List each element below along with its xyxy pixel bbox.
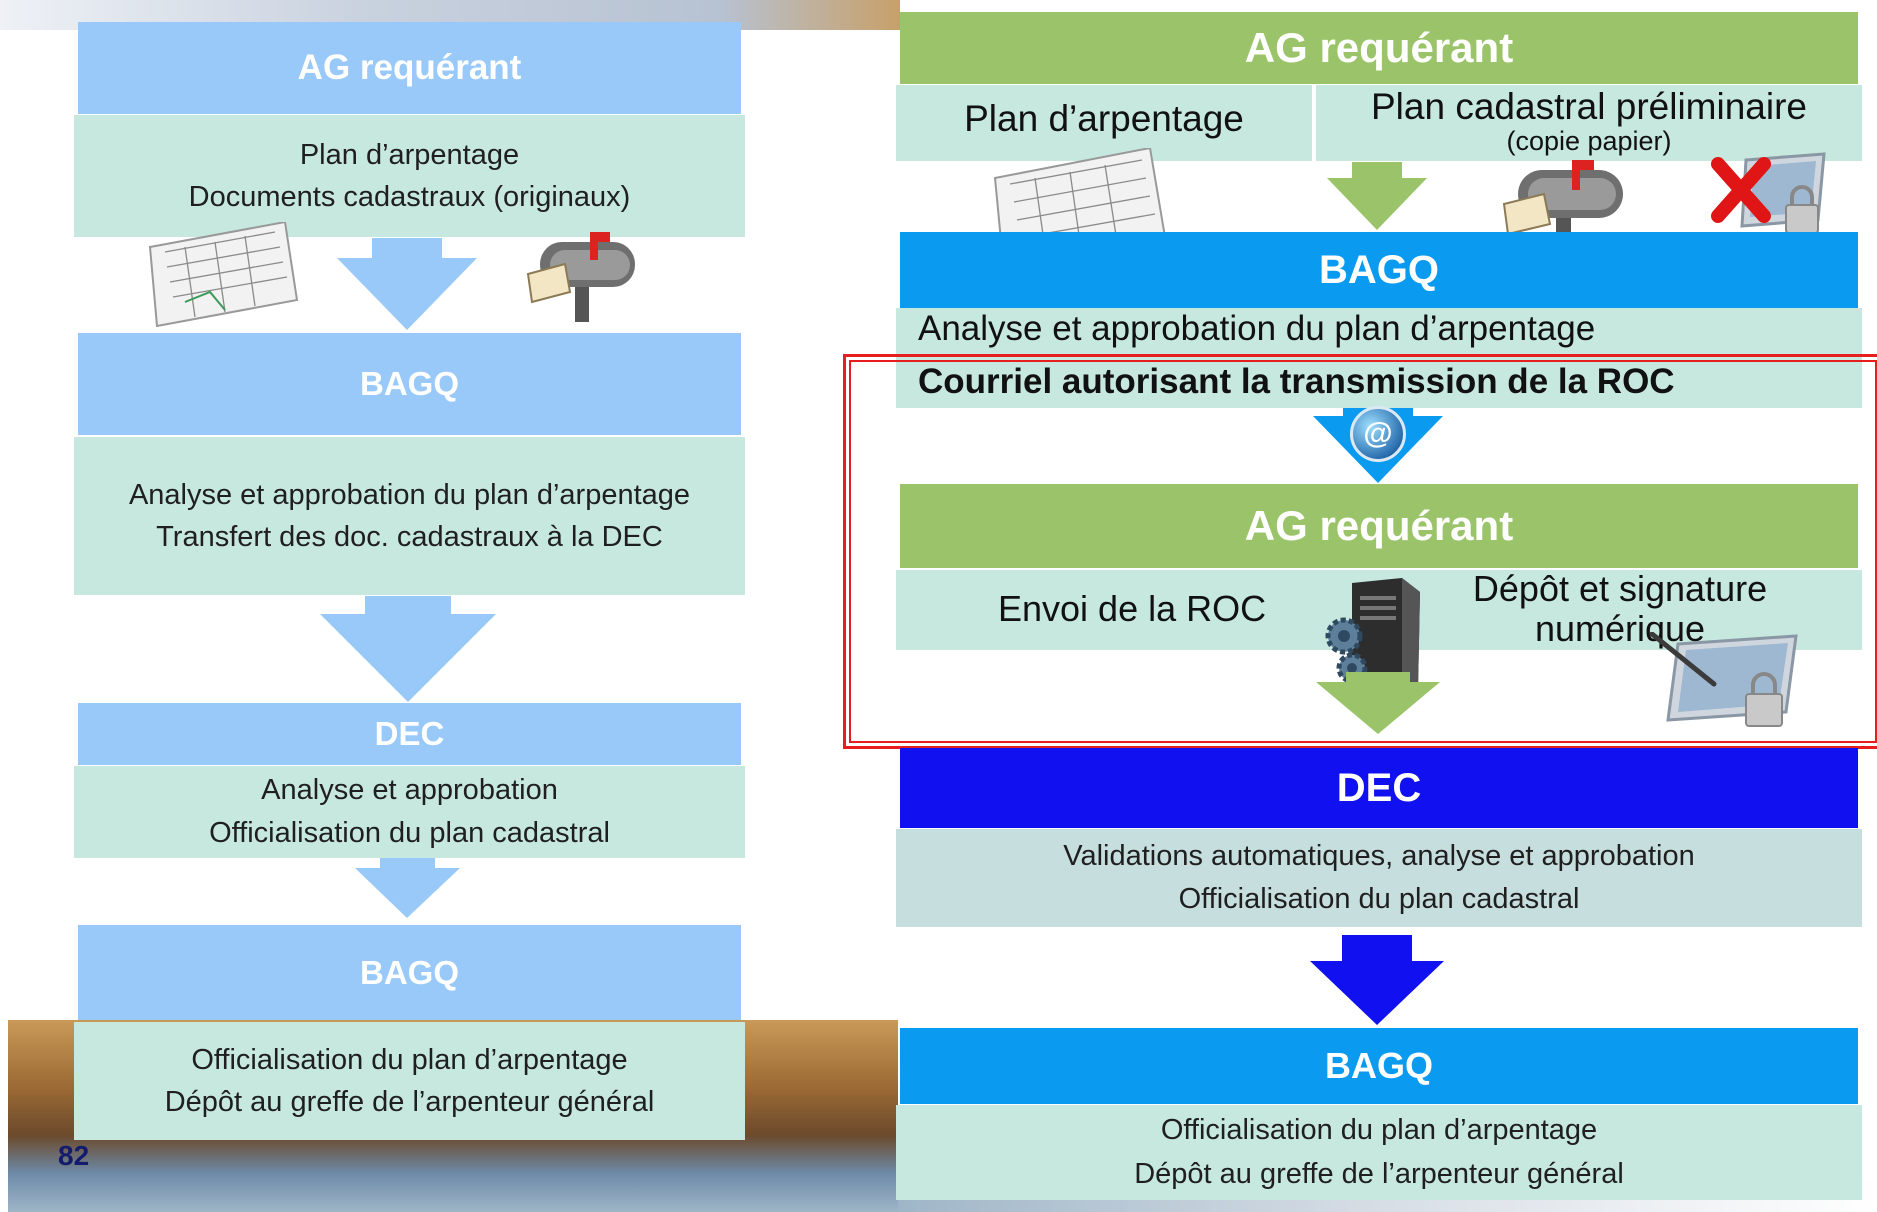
right-arrow-1 <box>1327 162 1427 230</box>
left-step3-title: DEC <box>78 703 741 765</box>
right-step3-title: AG requérant <box>900 484 1858 568</box>
email-icon: @ <box>1350 406 1406 462</box>
right-step5-title: BAGQ <box>900 1028 1858 1104</box>
left-step3-line1: Analyse et approbation <box>261 773 558 806</box>
right-step1-col2-sub: (copie papier) <box>1506 126 1672 156</box>
left-arrow-3 <box>355 858 460 918</box>
right-step3-col2-line2: numérique <box>1534 608 1706 649</box>
right-step2-line1: Analyse et approbation du plan d’arpenta… <box>918 309 1596 348</box>
right-arrow-2 <box>1316 672 1440 734</box>
right-step1-col2-bg <box>1316 85 1862 161</box>
left-step1-title: AG requérant <box>78 22 741 114</box>
right-step5-line1: Officialisation du plan d’arpentage <box>1160 1114 1598 1146</box>
right-arrow-3 <box>1310 935 1444 1025</box>
right-step4-line1: Validations automatiques, analyse et app… <box>1063 839 1695 872</box>
right-step2-title: BAGQ <box>900 232 1858 308</box>
left-step2-line2: Transfert des doc. cadastraux à la DEC <box>156 521 663 553</box>
right-step5-body: Officialisation du plan d’arpentage Dépô… <box>896 1105 1862 1200</box>
left-step1-line2: Documents cadastraux (originaux) <box>188 181 631 213</box>
right-step1-col1: Plan d’arpentage <box>964 98 1244 139</box>
right-step3-col1: Envoi de la ROC <box>998 588 1267 629</box>
left-arrow-2 <box>320 596 496 702</box>
page-number: 82 <box>58 1140 90 1171</box>
left-step1-line1: Plan d’arpentage <box>299 138 520 171</box>
left-step3-body: Analyse et approbation Officialisation d… <box>74 766 745 858</box>
left-step4-line1: Officialisation du plan d’arpentage <box>191 1043 628 1076</box>
left-step3-line2: Officialisation du plan cadastral <box>209 817 610 849</box>
right-step1-col1-bg <box>896 85 1312 161</box>
right-step2-body-bg <box>896 308 1862 408</box>
server-gears-icon <box>1322 578 1422 696</box>
right-step5-line2: Dépôt au greffe de l’arpenteur général <box>1134 1157 1624 1190</box>
survey-map-icon <box>145 220 300 328</box>
digital-signature-tablet-icon <box>1648 631 1798 732</box>
left-step2-body: Analyse et approbation du plan d’arpenta… <box>74 437 745 595</box>
right-step1-title: AG requérant <box>900 12 1858 84</box>
digital-signature-unavailable-icon <box>1706 150 1836 240</box>
left-step4-title: BAGQ <box>78 925 741 1020</box>
right-step4-title: DEC <box>900 748 1858 828</box>
left-step1-body: Plan d’arpentage Documents cadastraux (o… <box>74 115 745 237</box>
mailbox-icon <box>520 232 645 322</box>
right-step4-body: Validations automatiques, analyse et app… <box>896 829 1862 927</box>
left-step4-body: Officialisation du plan d’arpentage Dépô… <box>74 1022 745 1140</box>
left-arrow-1 <box>337 238 477 330</box>
right-step4-line2: Officialisation du plan cadastral <box>1178 883 1580 915</box>
right-step2-line2: Courriel autorisant la transmission de l… <box>918 362 1675 401</box>
right-step1-col2: Plan cadastral préliminaire <box>1371 86 1807 127</box>
left-step4-line2: Dépôt au greffe de l’arpenteur général <box>164 1086 655 1118</box>
right-step3-col2-line1: Dépôt et signature <box>1472 568 1768 609</box>
left-step2-title: BAGQ <box>78 333 741 435</box>
left-step2-line1: Analyse et approbation du plan d’arpenta… <box>128 478 691 511</box>
highlight-frame <box>843 354 1877 749</box>
